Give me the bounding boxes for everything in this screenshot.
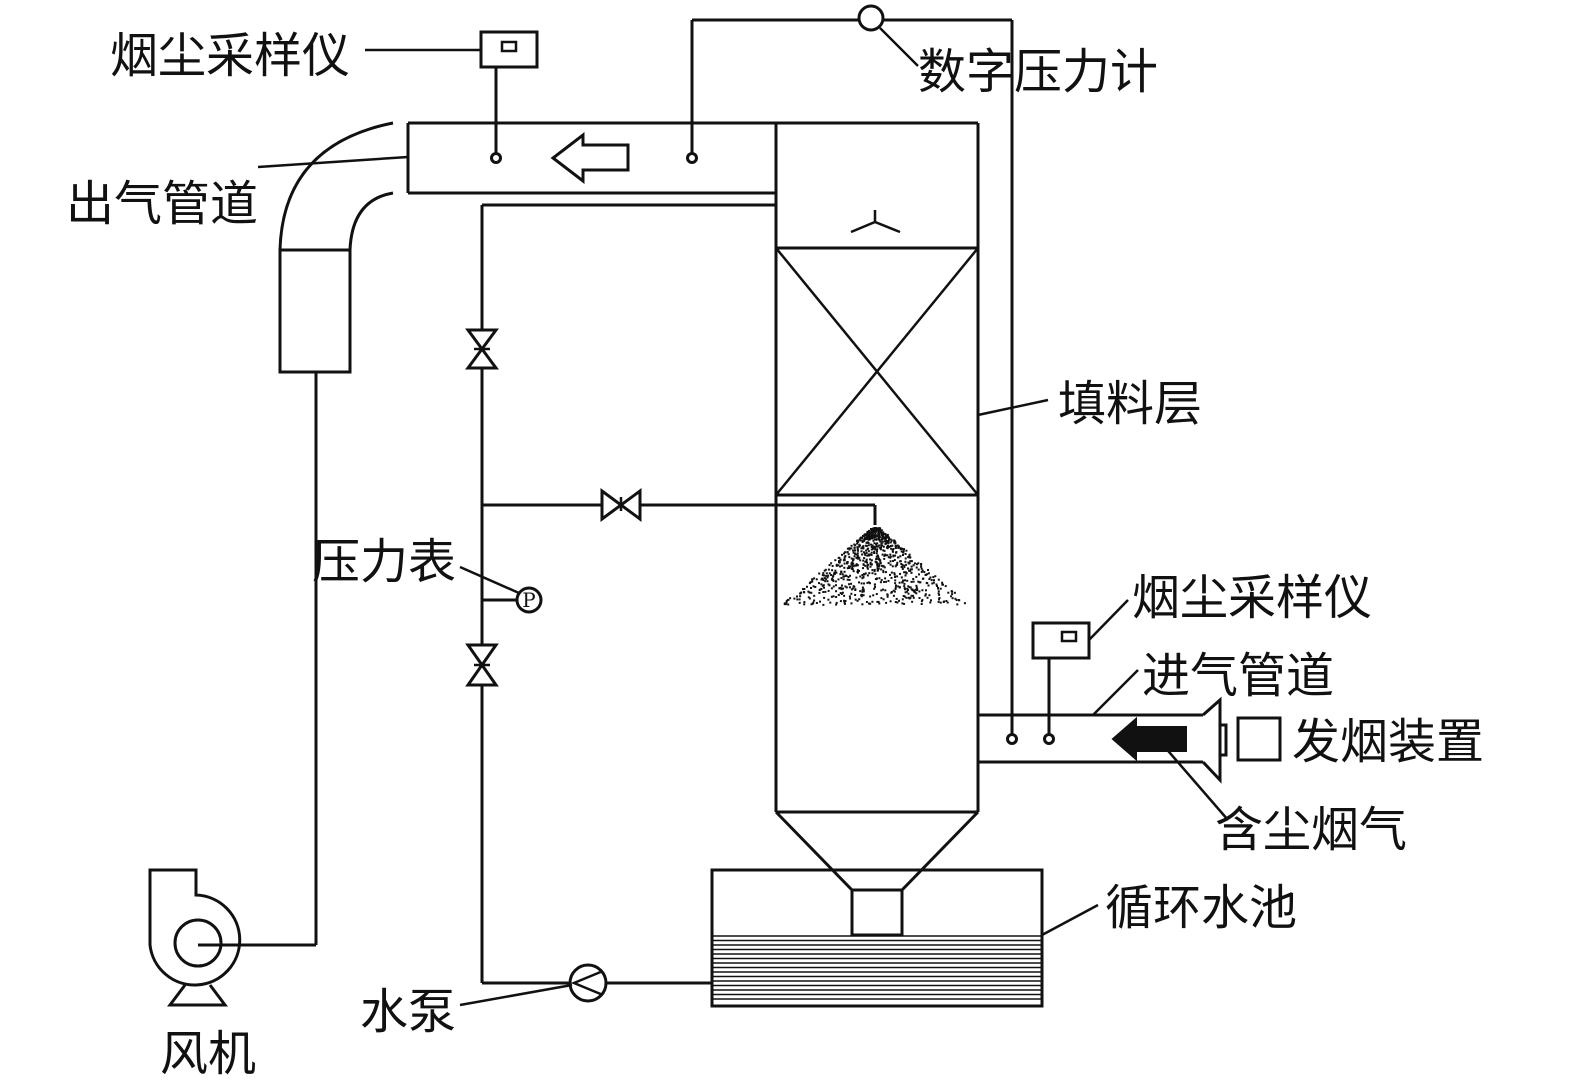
label-dusty-flue-gas: 含尘烟气 bbox=[1215, 802, 1407, 858]
label-water-pump: 水泵 bbox=[360, 984, 456, 1040]
valve-lower bbox=[465, 643, 499, 687]
leader-lines bbox=[257, 27, 1229, 1007]
sampler-right-device bbox=[1031, 621, 1091, 734]
label-packing-layer: 填料层 bbox=[1058, 376, 1202, 432]
label-smoke-generator: 发烟装置 bbox=[1292, 714, 1484, 770]
label-circulating-pool: 循环水池 bbox=[1105, 880, 1297, 936]
water-pump-symbol bbox=[568, 963, 608, 1003]
pressure-gauge-letter: P bbox=[522, 588, 535, 612]
fan-symbol bbox=[148, 868, 242, 1007]
inlet-pipe bbox=[978, 696, 1228, 784]
circulating-water-pool bbox=[710, 868, 1044, 1008]
pressure-gauge-symbol: P bbox=[515, 586, 543, 614]
label-outlet-pipe: 出气管道 bbox=[66, 176, 258, 232]
valve-upper bbox=[465, 328, 499, 370]
label-fan: 风机 bbox=[160, 1026, 256, 1082]
label-digital-pressure-gauge: 数字压力计 bbox=[918, 44, 1158, 100]
label-inlet-pipe: 进气管道 bbox=[1142, 648, 1334, 704]
digital-gauge-line bbox=[690, 4, 1014, 734]
label-sampler-top: 烟尘采样仪 bbox=[110, 28, 350, 84]
inlet-flow-arrow bbox=[1111, 716, 1187, 762]
smoke-generator-box bbox=[1236, 716, 1282, 762]
label-pressure-gauge: 压力表 bbox=[312, 534, 456, 590]
pool-water bbox=[713, 935, 1041, 1000]
tower-hopper bbox=[774, 810, 980, 937]
label-sampler-right: 烟尘采样仪 bbox=[1132, 570, 1372, 626]
scrubber-tower bbox=[774, 123, 980, 814]
valve-middle bbox=[600, 488, 642, 522]
fan-duct bbox=[198, 372, 318, 947]
sampler-top-device bbox=[479, 30, 539, 153]
outlet-flow-arrow bbox=[550, 131, 630, 185]
packing-layer bbox=[774, 246, 980, 497]
spray-pile bbox=[783, 527, 966, 606]
